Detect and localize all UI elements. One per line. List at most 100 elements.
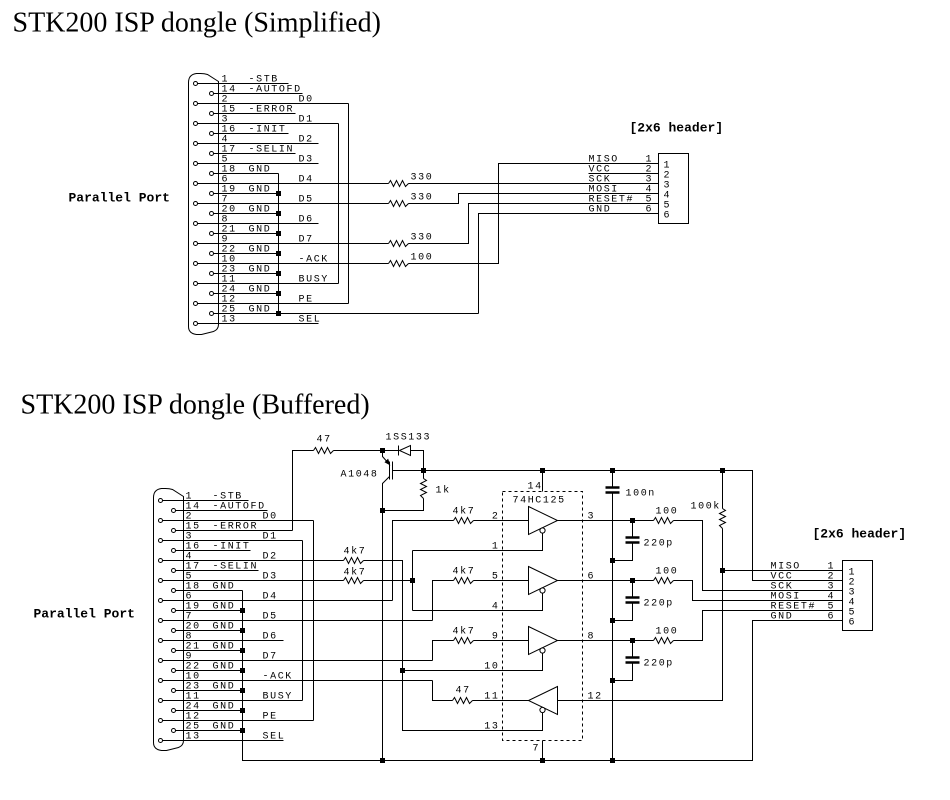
pin-number: 17 <box>222 145 237 156</box>
pin-signal-label: -SELIN <box>249 145 295 156</box>
pin-number: 20 <box>222 205 237 216</box>
pin-signal-label: GND <box>213 682 236 693</box>
resistor-in2-value: 4k7 <box>453 506 476 518</box>
resistor-d2-value: 4k7 <box>344 546 367 558</box>
pin-number: 2 <box>222 95 230 106</box>
pin-signal-label: D4 <box>263 592 278 603</box>
header-pin-number: 3 <box>828 582 836 593</box>
pin-contact-icon <box>158 698 163 703</box>
ic-pin-number-gnd: 7 <box>533 744 541 755</box>
header-pin-number: 2 <box>828 572 836 583</box>
cap-wire <box>612 662 633 681</box>
simplified-parallel-port-label: Parallel Port <box>69 191 170 206</box>
port-pin-14: 14-AUTOFD <box>209 85 303 96</box>
pin-number: 12 <box>222 295 237 306</box>
pin-contact-icon <box>158 578 163 583</box>
pin-number: 21 <box>186 642 201 653</box>
header-signal-label: VCC <box>771 572 794 583</box>
pin-number: 8 <box>222 215 230 226</box>
header-box-pin-number: 1 <box>664 161 672 172</box>
resistor-out8 <box>653 636 674 645</box>
isp-header-box <box>842 560 873 631</box>
capacitor-decouple-value: 100n <box>626 489 656 500</box>
pin-signal-label: GND <box>213 642 236 653</box>
capacitor-out8 <box>625 656 640 664</box>
header-box-pin-number: 5 <box>664 201 672 212</box>
resistor-in9-value: 4k7 <box>453 626 476 638</box>
capacitor-out3-value: 220p <box>644 539 674 550</box>
header-pin-number: 6 <box>828 612 836 623</box>
mosi-out-wire <box>673 580 771 601</box>
pin-contact-icon <box>193 301 198 306</box>
pin-signal-label: -INIT <box>249 125 287 136</box>
pin-signal-label: -STB <box>213 492 243 503</box>
pin-signal-label: GND <box>249 285 272 296</box>
resistor-pullup-100k <box>718 508 727 529</box>
enable-bubble-icon <box>539 527 546 534</box>
port-pin-10: 10-ACK <box>193 255 389 266</box>
pin-contact-icon <box>158 678 163 683</box>
port-pin-17: 17 -SELIN <box>209 145 296 156</box>
error-wire <box>292 450 314 531</box>
pin-number: 4 <box>222 135 230 146</box>
pin-number: 22 <box>186 662 201 673</box>
header-signal-label: SCK <box>589 175 612 186</box>
pin-number: 8 <box>186 632 194 643</box>
junction-dot <box>421 468 426 473</box>
pin-signal-label: GND <box>249 205 272 216</box>
pin-number: 1 <box>186 492 194 503</box>
pin-number: 15 <box>222 105 237 116</box>
resistor-out3-value: 100 <box>656 507 679 518</box>
pin-contact-icon <box>158 538 163 543</box>
junction-dot <box>276 251 281 256</box>
header-pin-5: RESET#55 <box>770 602 855 619</box>
cap-wire <box>612 602 633 621</box>
pin-signal-label: GND <box>249 165 272 176</box>
miso-in-wire <box>557 528 723 701</box>
resistor-base-1k <box>419 478 428 499</box>
resistor-out8-value: 100 <box>656 627 679 638</box>
resistor-out11-value: 47 <box>456 686 471 697</box>
transistor-emitter-arrow-icon <box>384 458 391 466</box>
pin-contact-icon <box>193 161 198 166</box>
pin-contact-icon <box>209 191 214 196</box>
resistor-out11 <box>452 696 473 705</box>
tristate-buffer-4 <box>527 685 558 716</box>
ic-pin-number: 4 <box>492 602 500 613</box>
enable-bubble-icon <box>539 706 546 714</box>
pin-contact-icon <box>209 171 214 176</box>
pin-contact-icon <box>158 638 163 643</box>
pin-signal-label: GND <box>249 245 272 256</box>
pin-number: 14 <box>186 502 201 513</box>
pin-number: 13 <box>186 732 201 743</box>
pin-number: 9 <box>186 652 194 663</box>
pin-signal-label: -AUTOFD <box>213 502 266 513</box>
resistor-in9 <box>453 636 474 645</box>
header-signal-label: RESET# <box>771 602 817 613</box>
pin-signal-label: GND <box>249 305 272 316</box>
pin-number: 5 <box>186 572 194 583</box>
isp-header-box <box>658 153 689 224</box>
port-pin-15: 15-ERROR <box>171 522 293 533</box>
junction-dot <box>276 191 281 196</box>
pin-contact-icon <box>171 628 176 633</box>
port-pin-1: 1 -STB <box>158 492 249 503</box>
enable-d2-wire <box>363 560 543 731</box>
resistor-d3 <box>343 576 364 585</box>
resistor-error <box>313 446 334 455</box>
header-pin-number: 4 <box>646 185 654 196</box>
tristate-buffer-3 <box>528 625 559 656</box>
pin-signal-label: D7 <box>263 652 278 663</box>
